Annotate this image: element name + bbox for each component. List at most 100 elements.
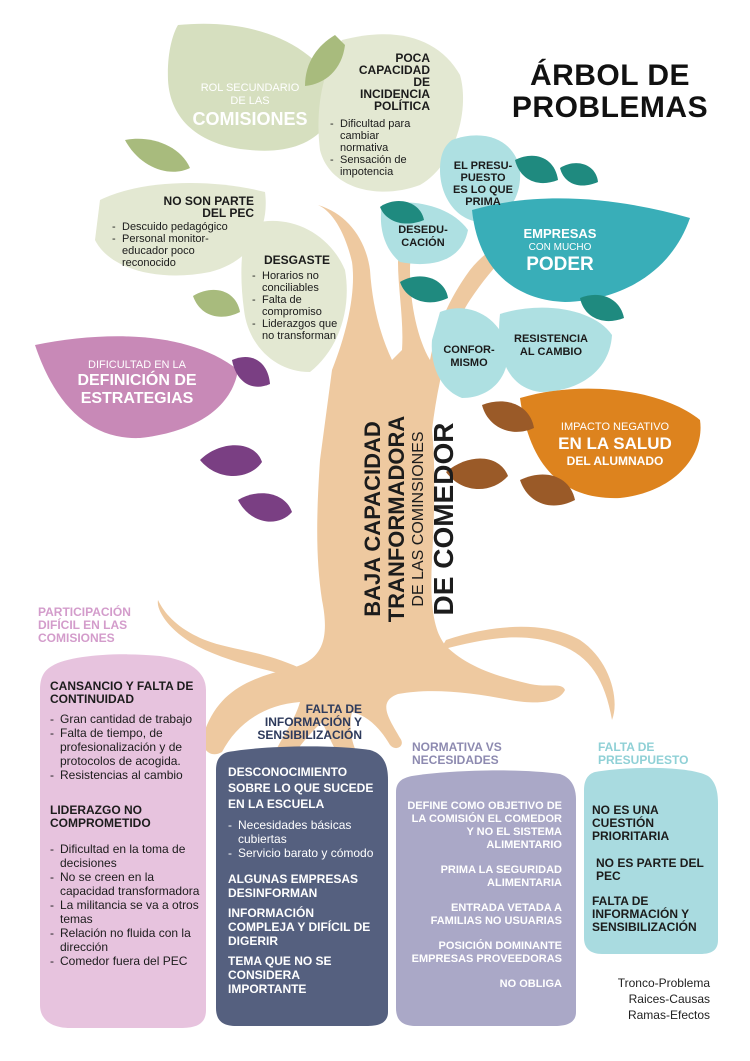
leaf-nsp-head-2: DEL PEC (202, 206, 254, 220)
leaf-small-brown-2 (446, 458, 508, 490)
root-pres-2: PRESUPUESTO (598, 753, 689, 767)
box-cyan: NO ES UNA CUESTIÓN PRIORITARIA NO ES PAR… (592, 804, 712, 934)
leaf-res-2: AL CAMBIO (519, 346, 583, 358)
leaf-conf-2: MISMO (450, 357, 488, 369)
leaf-dificultad-big-1: DEFINICIÓN DE (77, 372, 197, 389)
root-label-normativa: NORMATIVA VS NECESIDADES (412, 741, 502, 767)
leaf-emp-big: PODER (526, 254, 594, 275)
leaf-rol-line-2: DE LAS (230, 95, 270, 107)
root-label-falta-presupuesto: FALTA DE PRESUPUESTO (598, 741, 688, 767)
root-part-1: PARTICIPACIÓN (38, 605, 131, 619)
box-pink-head-2: LIDERAZGO NO COMPROMETIDO (50, 803, 151, 830)
leaf-rol-secundario-text: ROL SECUNDARIO DE LAS COMISIONES (180, 82, 320, 130)
leaf-resistencia-text: RESISTENCIA AL CAMBIO (506, 333, 596, 359)
leaf-small-green-1 (305, 35, 345, 86)
box-navy-head-4: TEMA QUE NO SE CONSIDERA IMPORTANTE (228, 954, 332, 996)
leaf-small-teal-3 (400, 276, 448, 303)
box-cyan-p3: FALTA DE INFORMACIÓN Y SENSIBILIZACIÓN (592, 894, 697, 934)
leaf-small-purple-3 (238, 493, 292, 522)
leaf-small-green-3 (193, 289, 240, 317)
trunk-problem-label: BAJA CAPACIDAD TRANFORMADORA DE LAS COMI… (360, 389, 459, 649)
leaf-rol-line-1: ROL SECUNDARIO (200, 82, 300, 94)
trunk-line-2: TRANFORMADORA (384, 415, 409, 623)
box-navy-item: Necesidades básicas cubiertas (228, 818, 378, 846)
leaf-desgaste-items: Horarios no conciliables Falta de compro… (252, 270, 342, 342)
leaf-imp-small: IMPACTO NEGATIVO (560, 421, 670, 433)
title-line-2: PROBLEMAS (511, 91, 709, 124)
leaf-poca-head-5: POLÍTICA (374, 99, 430, 113)
leaf-poca-head-2: CAPACIDAD (358, 63, 430, 77)
leaf-empresas (472, 198, 690, 302)
leaf-no-son-parte-text: NO SON PARTE DEL PEC Descuido pedagógico… (112, 195, 262, 269)
tree-trunk (202, 205, 565, 799)
root-norm-1: NORMATIVA VS (412, 740, 502, 754)
leaf-dificultad-text: DIFICULTAD EN LA DEFINICIÓN DE ESTRATEGI… (62, 358, 212, 408)
leaf-resistencia (499, 307, 612, 392)
leaf-emp-1: EMPRESAS (523, 226, 597, 241)
leaf-nsp-head: NO SON PARTE DEL PEC (112, 195, 262, 219)
root-info-3: SENSIBILIZACIÓN (257, 728, 362, 742)
leaf-desgaste-item: Horarios no conciliables (252, 270, 342, 294)
leaf-pres-3: ES LO QUE (453, 184, 513, 196)
box-navy: DESCONOCIMIENTO SOBRE LO QUE SUCEDE EN L… (228, 764, 378, 996)
leaf-conf-1: CONFOR- (443, 344, 495, 356)
leaf-res-1: RESISTENCIA (514, 333, 588, 345)
leaf-dificultad-big-2: ESTRATEGIAS (80, 390, 194, 407)
leaf-emp-2: CON MUCHO (528, 242, 592, 253)
box-navy-list: Necesidades básicas cubiertas Servicio b… (228, 818, 378, 860)
box-grey-p1: DEFINE COMO OBJETIVO DE LA COMISIÓN EL C… (407, 800, 562, 851)
root-part-3: COMISIONES (38, 631, 115, 645)
title-line-1: ÁRBOL DE (529, 59, 691, 92)
box-pink-item: Relación no fluida con la dirección (50, 926, 200, 954)
box-pink-item: Gran cantidad de trabajo (50, 712, 200, 726)
leaf-impacto-text: IMPACTO NEGATIVO EN LA SALUD DEL ALUMNAD… (540, 420, 690, 469)
box-grey-shape (396, 770, 576, 1026)
leaf-conformismo-text: CONFOR- MISMO (436, 344, 502, 370)
box-grey-p2: PRIMA LA SEGURIDAD ALIMENTARIA (440, 864, 562, 889)
trunk-line-1: BAJA CAPACIDAD (360, 421, 385, 617)
leaf-poca-item: Dificultad para cambiar normativa (330, 118, 420, 154)
box-navy-shape (216, 746, 388, 1026)
leaf-nsp-head-1: NO SON PARTE (163, 194, 254, 208)
root-label-participacion: PARTICIPACIÓN DIFÍCIL EN LAS COMISIONES (38, 606, 131, 645)
leaf-empresas-text: EMPRESAS CON MUCHO PODER (500, 226, 620, 276)
leaf-small-teal-4 (580, 294, 624, 322)
legend: Tronco-Problema Raices-Causas Ramas-Efec… (618, 975, 710, 1023)
leaf-desgaste-head: DESGASTE (263, 253, 330, 267)
box-pink-list-1: Gran cantidad de trabajo Falta de tiempo… (50, 712, 200, 782)
leaf-poca-head-4: INCIDENCIA (359, 87, 430, 101)
leaf-rol-secundario (167, 23, 338, 151)
trunk-line-3: DE LAS COMINSIONES (410, 431, 427, 607)
box-cyan-p2: NO ES PARTE DEL PEC (596, 856, 704, 883)
box-navy-head-1: DESCONOCIMIENTO SOBRE LO QUE SUCEDE EN L… (228, 765, 374, 811)
root-info-2: INFORMACIÓN Y (264, 715, 362, 729)
root-label-falta-info: FALTA DE INFORMACIÓN Y SENSIBILIZACIÓN (232, 703, 362, 742)
box-cyan-p1: NO ES UNA CUESTIÓN PRIORITARIA (592, 803, 670, 843)
box-navy-item: Servicio barato y cómodo (228, 846, 378, 860)
leaf-imp-3: DEL ALUMNADO (566, 454, 664, 468)
box-pink-list-2: Dificultad en la toma de decisiones No s… (50, 842, 200, 968)
leaf-poca-head-3: DE (413, 75, 430, 89)
root-norm-2: NECESIDADES (412, 753, 499, 767)
leaf-small-purple-2 (200, 445, 262, 476)
box-grey-p5: NO OBLIGA (499, 978, 562, 990)
leaf-small-brown-3 (520, 474, 575, 506)
leaf-small-green-2 (125, 138, 190, 172)
legend-item-branches: Ramas-Efectos (627, 1008, 710, 1022)
box-cyan-shape (584, 767, 718, 954)
leaf-desed-1: DESEDU- (398, 224, 448, 236)
leaf-poca-head-1: POCA (395, 51, 430, 65)
leaf-rol-big: COMISIONES (192, 109, 308, 129)
leaf-pres-4: PRIMA (465, 196, 501, 208)
leaf-poca-items: Dificultad para cambiar normativa Sensac… (330, 118, 420, 178)
box-grey-p4: POSICIÓN DOMINANTE EMPRESAS PROVEEDORAS (411, 940, 562, 965)
box-pink-item: Resistencias al cambio (50, 768, 200, 782)
leaf-dificultad-small: DIFICULTAD EN LA (88, 359, 186, 371)
leaf-small-teal-1 (515, 155, 558, 184)
leaf-desgaste-item: Falta de compromiso (252, 294, 342, 318)
tree-root-left (157, 600, 300, 676)
leaf-small-teal-5 (560, 163, 598, 186)
page-title: ÁRBOL DE PROBLEMAS (505, 60, 715, 124)
box-pink-item: Falta de tiempo, de profesionalización y… (50, 726, 200, 768)
leaf-nsp-items: Descuido pedagógico Personal monitor-edu… (112, 221, 247, 269)
